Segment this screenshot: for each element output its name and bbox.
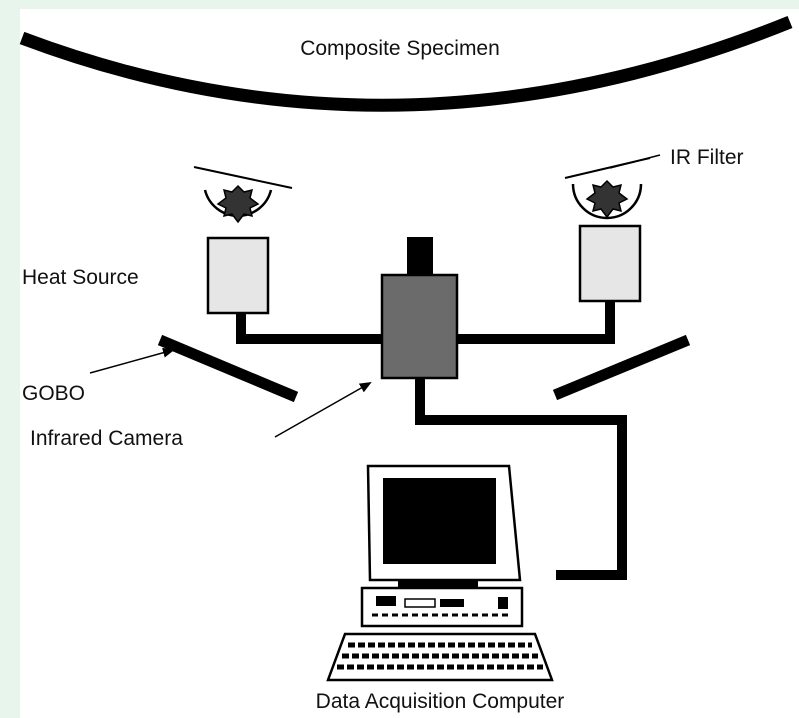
cpu-drive-bay-3 <box>440 599 464 607</box>
gobo-leader-arrow <box>89 347 175 374</box>
left-gobo <box>157 334 299 403</box>
ir-filter-leader-line <box>609 154 661 169</box>
background-tint-left <box>0 0 20 718</box>
cpu-drive-bay-1 <box>376 596 396 606</box>
left-heat-source-post <box>236 313 246 343</box>
specimen-label: Composite Specimen <box>300 37 500 60</box>
background-tint-top <box>0 0 799 9</box>
gobo-label: GOBO <box>22 382 85 405</box>
cpu-button <box>498 597 508 609</box>
camera-label: Infrared Camera <box>30 427 183 450</box>
monitor-stand <box>398 580 478 588</box>
ir-filter-label: IR Filter <box>670 146 744 169</box>
left-heat-source <box>203 184 273 343</box>
computer-icon <box>326 464 554 682</box>
right-heat-source <box>571 179 643 343</box>
camera-body <box>380 273 459 380</box>
left-lamp-flash-icon <box>216 184 260 224</box>
right-gobo <box>552 334 691 401</box>
computer-label: Data Acquisition Computer <box>316 690 565 713</box>
right-heat-source-post <box>605 301 615 343</box>
camera-leader-arrow <box>274 382 372 438</box>
camera-lens <box>407 237 433 275</box>
monitor-screen <box>383 478 496 564</box>
left-ir-filter <box>193 166 293 189</box>
left-heat-source-body <box>206 236 270 315</box>
right-heat-source-body <box>578 224 642 303</box>
cpu-drive-bay-2 <box>404 598 436 608</box>
infrared-camera <box>380 237 459 380</box>
heat-source-label: Heat Source <box>22 266 139 289</box>
composite-specimen-curve <box>19 15 793 112</box>
right-lamp-flash-icon <box>585 179 629 219</box>
data-cable <box>415 378 627 580</box>
